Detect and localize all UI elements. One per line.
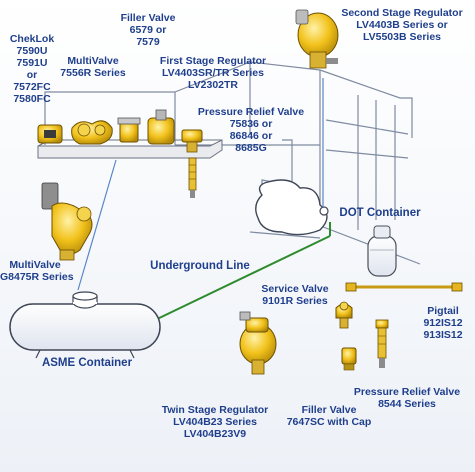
label-pigtail-line: 913IS12 <box>423 329 463 341</box>
filler-valve-bottom-icon <box>341 347 357 371</box>
underground-line-pipe <box>152 235 331 322</box>
label-underground-line: Underground Line <box>140 260 260 273</box>
leader-lines <box>77 78 324 291</box>
label-chek-lok-line: or <box>26 69 38 81</box>
label-service-valve-line: 9101R Series <box>262 295 328 307</box>
label-pressure-relief-valve-top-line: 8685G <box>235 142 267 154</box>
label-pigtail-line: 912IS12 <box>423 317 463 329</box>
label-first-stage-regulator-line: First Stage Regulator <box>159 55 267 67</box>
house-outline-icon <box>44 61 421 265</box>
label-dot-container-line: DOT Container <box>339 207 421 219</box>
label-filler-valve-top-line: Filler Valve <box>120 12 176 24</box>
twin-stage-regulator-icon <box>239 311 277 375</box>
label-filler-valve-top-line: 7579 <box>136 36 160 48</box>
label-pressure-relief-valve-bottom-line: 8544 Series <box>378 398 436 410</box>
label-multivalve-top-line: MultiValve <box>67 55 119 67</box>
label-pressure-relief-valve-top-line: Pressure Relief Valve <box>197 106 305 118</box>
label-twin-stage-regulator-line: LV404B23 Series <box>173 416 257 428</box>
label-multivalve-left-line: G8475R Series <box>0 271 74 283</box>
multivalve-top-icon <box>71 120 113 145</box>
label-twin-stage-regulator-line: Twin Stage Regulator <box>161 404 269 416</box>
label-pressure-relief-valve-top-line: 86846 or <box>229 130 273 142</box>
label-filler-valve-bottom-line: Filler Valve <box>301 404 357 416</box>
label-dot-container: DOT Container <box>330 207 430 220</box>
label-first-stage-regulator-line: LV2302TR <box>188 79 238 91</box>
label-asme-container-line: ASME Container <box>41 357 133 369</box>
label-first-stage-regulator-line: LV4403SR/TR Series <box>162 67 264 79</box>
label-filler-valve-top-line: 6579 or <box>129 24 167 36</box>
label-pressure-relief-valve-bottom-line: Pressure Relief Valve <box>353 386 461 398</box>
dot-container-icon <box>367 225 397 277</box>
asme-tank-icon <box>9 291 161 359</box>
service-valve-icon <box>335 301 353 329</box>
label-multivalve-top-line: 7556R Series <box>60 67 126 79</box>
label-underground-line-line: Underground Line <box>150 260 250 272</box>
pigtail-icon <box>345 282 463 292</box>
label-pigtail-line: Pigtail <box>427 305 459 317</box>
label-asme-container: ASME Container <box>32 357 142 370</box>
label-pressure-relief-valve-top-line: 75836 or <box>229 118 273 130</box>
second-stage-regulator-icon <box>295 9 339 69</box>
filler-valve-top-icon <box>117 117 141 143</box>
label-service-valve-line: Service Valve <box>261 283 329 295</box>
first-stage-regulator-icon <box>147 109 175 145</box>
label-chek-lok-line: 7590U <box>16 45 48 57</box>
label-chek-lok-line: 7591U <box>16 57 48 69</box>
label-second-stage-regulator-line: Second Stage Regulator <box>341 7 463 19</box>
label-chek-lok-line: 7572FC <box>13 81 51 93</box>
label-twin-stage-regulator-line: LV404B23V9 <box>183 428 247 440</box>
label-multivalve-left-line: MultiValve <box>9 259 61 271</box>
pressure-relief-valve-bottom-icon <box>375 319 389 368</box>
label-chek-lok-line: 7580FC <box>13 93 51 105</box>
chek-lok-icon <box>37 124 63 144</box>
label-second-stage-regulator-line: LV5503B Series <box>362 31 442 43</box>
label-filler-valve-bottom-line: 7647SC with Cap <box>286 416 372 428</box>
label-second-stage-regulator-line: LV4403B Series or <box>356 19 448 31</box>
label-chek-lok-line: ChekLok <box>9 33 55 45</box>
dot-wall-cutaway-icon <box>255 179 329 236</box>
multivalve-left-icon <box>41 182 93 261</box>
pressure-relief-valve-top-icon <box>181 129 203 198</box>
